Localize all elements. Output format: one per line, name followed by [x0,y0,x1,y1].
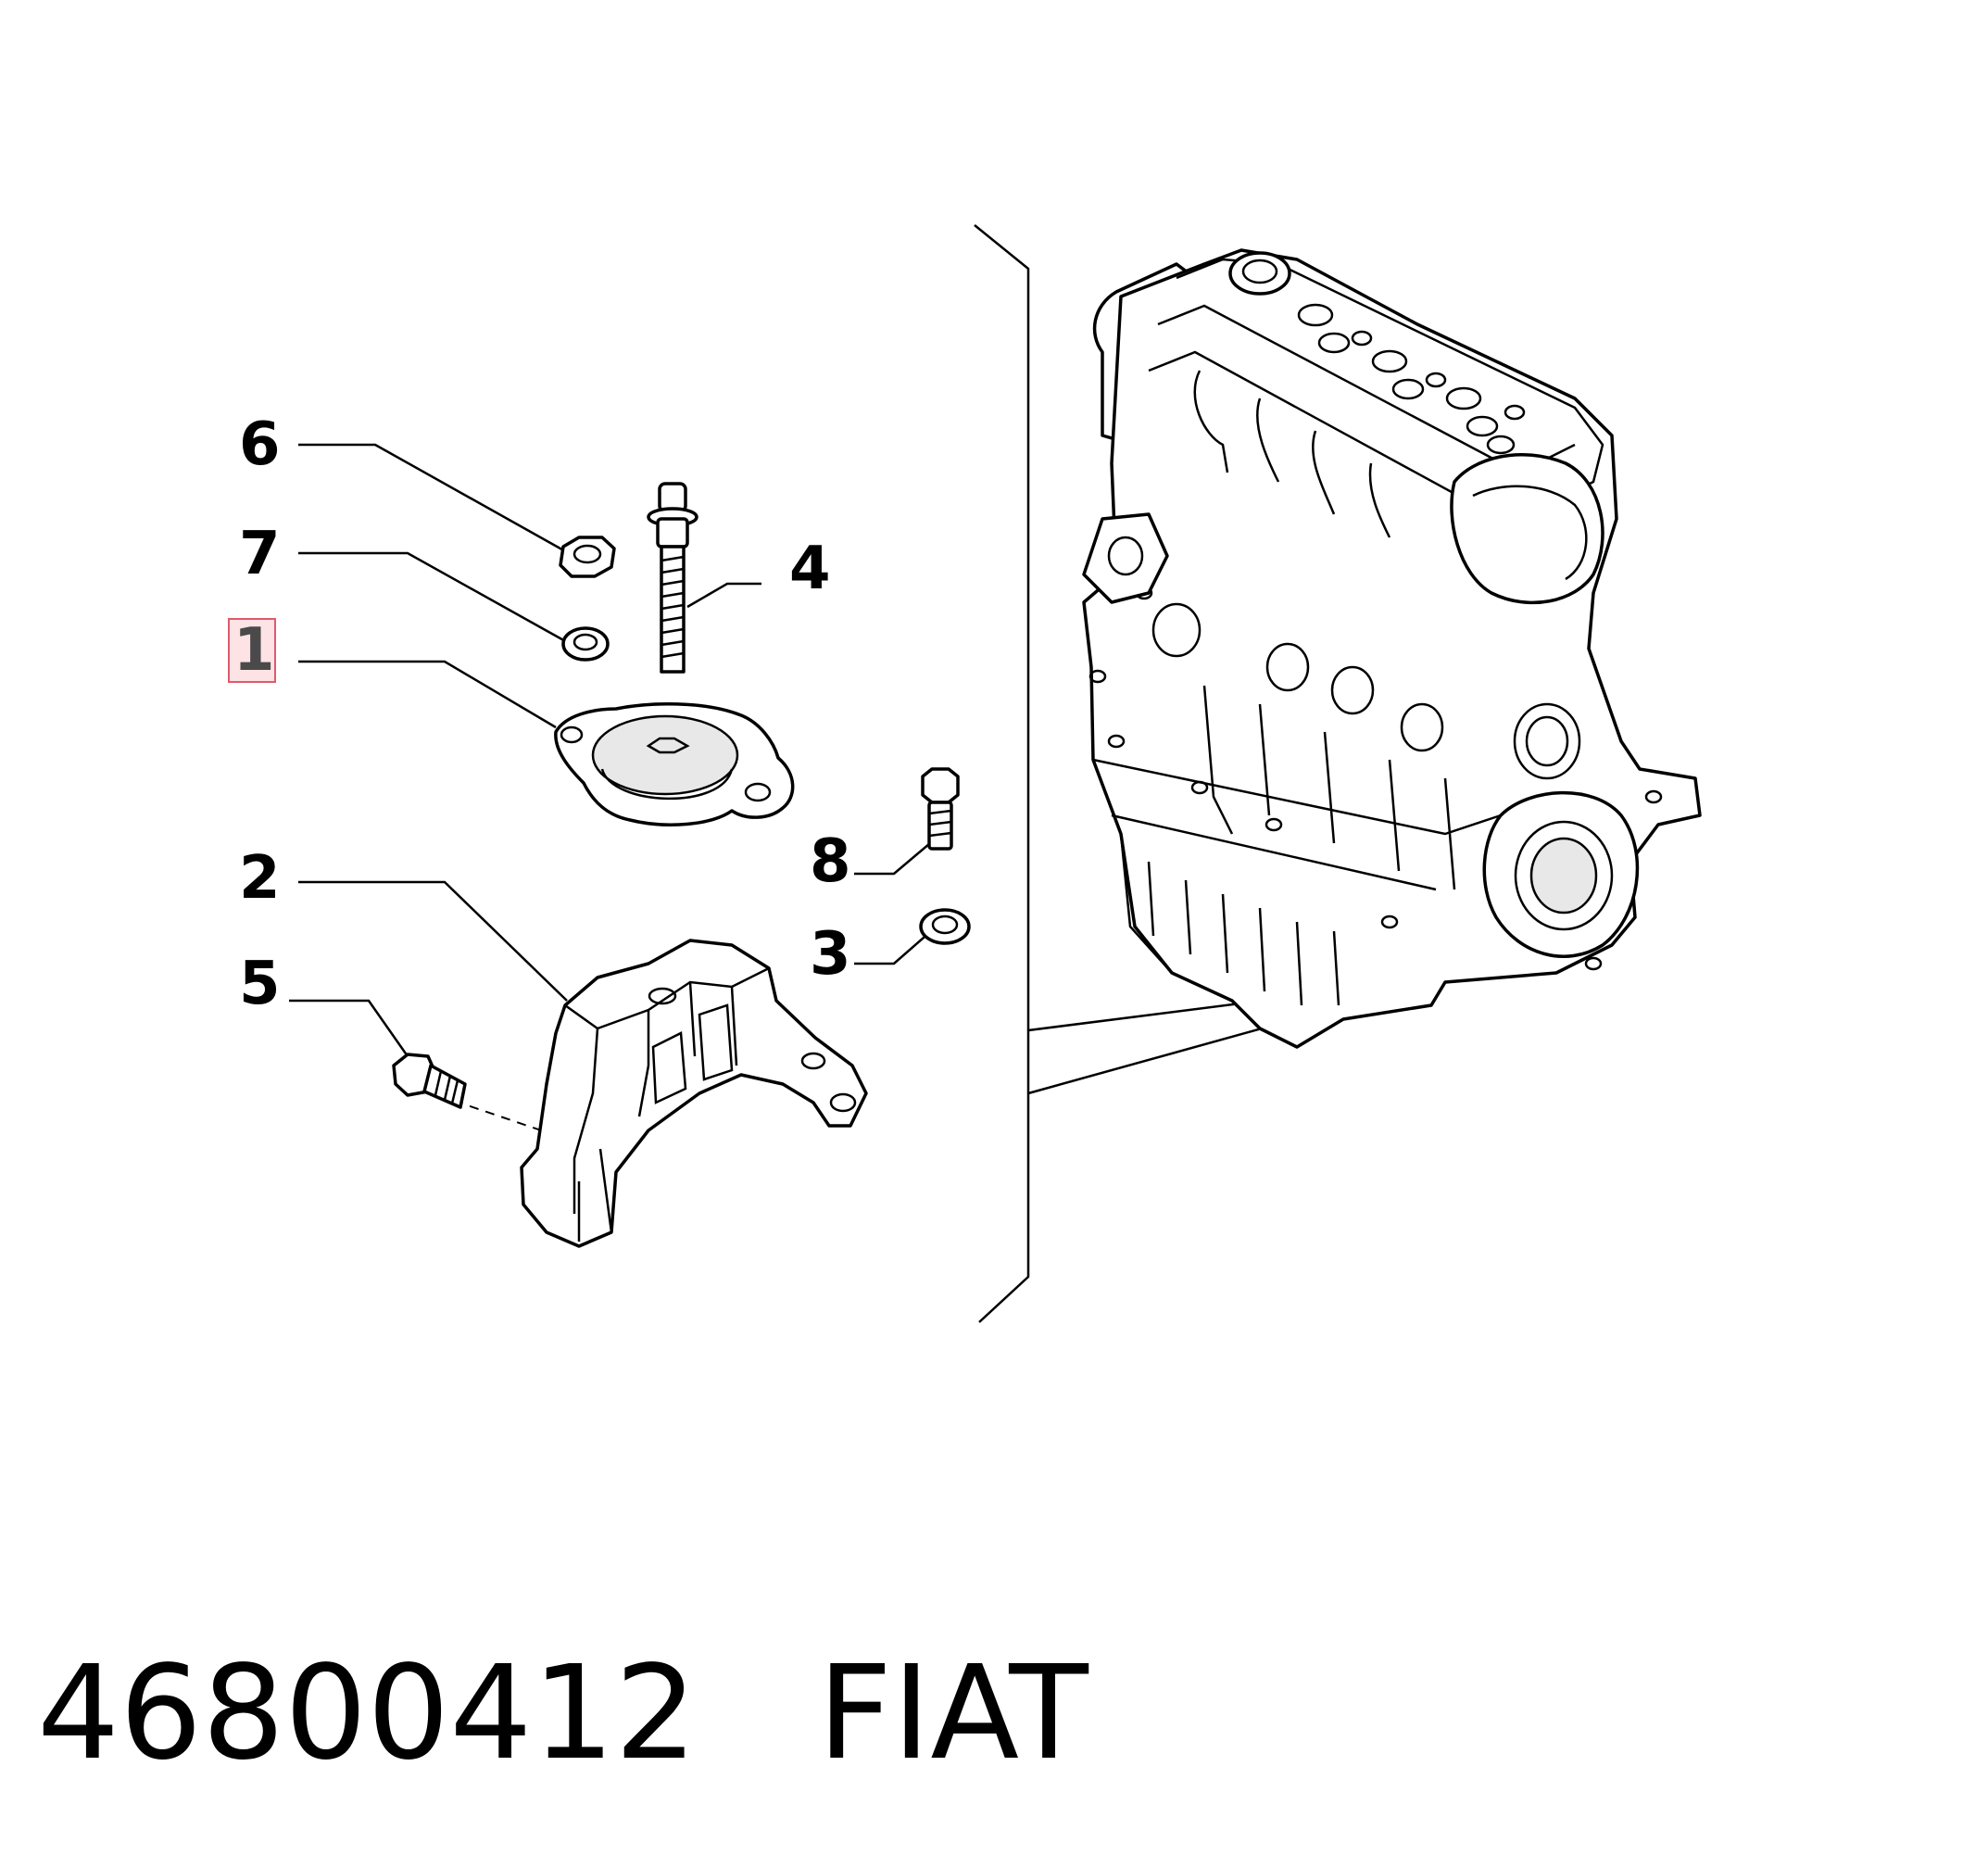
leader-8 [854,838,937,876]
leader-5 [289,999,409,1057]
leader-1 [298,660,557,729]
leader-6 [298,443,568,554]
part-2-bracket [520,939,868,1248]
callout-7[interactable]: 7 [239,520,281,588]
leader-7 [298,551,568,644]
part-1-engine-mount [554,702,795,826]
callout-5[interactable]: 5 [239,950,281,1018]
engine-block-illustration [1082,248,1702,1049]
part-6-hex-nut [559,536,616,578]
part-footer: 46800412 FIAT [37,1640,1088,1788]
callout-1-highlight [228,618,276,683]
callout-1[interactable]: 1 [233,616,275,685]
callout-2[interactable]: 2 [239,844,281,913]
callout-4[interactable]: 4 [789,535,831,603]
part-number: 46800412 [37,1638,698,1789]
part-8-bolt [921,767,960,851]
leader-2 [298,880,568,1002]
part-5-bolt [392,1053,467,1109]
callout-8[interactable]: 8 [810,827,851,896]
brand-name: FIAT [817,1638,1088,1789]
callout-3[interactable]: 3 [810,920,851,989]
part-4-stud-bolt [647,482,698,674]
leader-4 [686,582,761,609]
leader-lines [289,443,937,1133]
leader-3 [854,930,932,965]
callout-6[interactable]: 6 [239,410,281,479]
part-7-washer [561,626,610,662]
part-3-washer [919,908,971,945]
